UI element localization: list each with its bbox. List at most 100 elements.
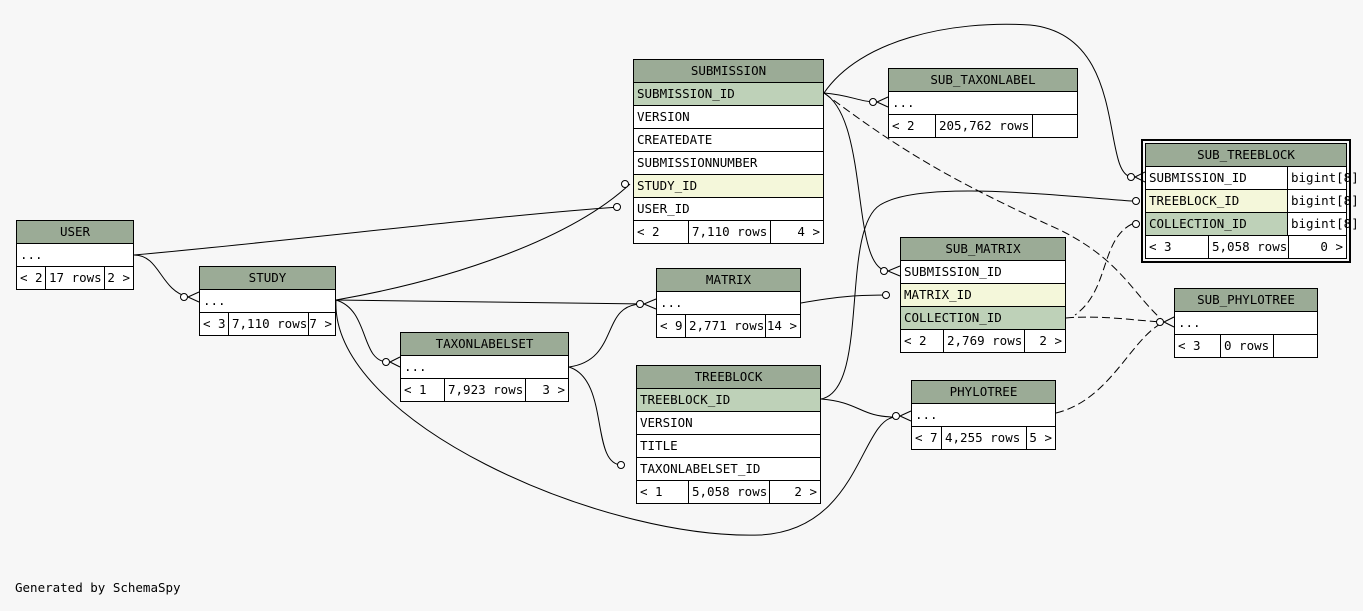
table-study[interactable]: STUDY ... < 3 7,110 rows 7 > <box>199 266 336 336</box>
parents-count: < 2 <box>889 115 936 137</box>
optional-marker <box>1127 173 1135 181</box>
parents-count: < 9 <box>657 315 686 337</box>
optional-marker <box>621 180 629 188</box>
optional-marker <box>617 461 625 469</box>
row-count: 2,769 rows <box>944 330 1025 352</box>
crowsfoot-marker <box>389 356 401 368</box>
table-footer: < 3 5,058 rows 0 > <box>1146 236 1346 258</box>
row-count: 2,771 rows <box>686 315 766 337</box>
table-sub-matrix[interactable]: SUB_MATRIX SUBMISSION_ID MATRIX_ID COLLE… <box>900 237 1066 353</box>
generated-by-label: Generated by SchemaSpy <box>15 580 181 595</box>
edge-study-taxonlabelset <box>335 299 389 363</box>
table-title: MATRIX <box>657 269 800 292</box>
edge-study-matrix <box>335 299 643 305</box>
column-row: ... <box>17 244 133 267</box>
parents-count: < 3 <box>1175 335 1221 357</box>
table-title: SUB_PHYLOTREE <box>1175 289 1317 312</box>
edge-subtreeblock-subphylotree <box>1074 223 1133 316</box>
column-row: SUBMISSION_ID <box>634 83 823 106</box>
row-count: 7,110 rows <box>229 313 309 335</box>
table-footer: < 9 2,771 rows 14 > <box>657 315 800 337</box>
optional-marker <box>636 300 644 308</box>
children-count: 2 > <box>794 484 817 499</box>
table-title: PHYLOTREE <box>912 381 1055 404</box>
column-row: VERSION <box>634 106 823 129</box>
parents-count: < 2 <box>17 267 46 289</box>
column-row: ... <box>200 290 335 313</box>
edge-matrix-submatrix <box>800 294 890 304</box>
children-count: 14 > <box>766 318 797 333</box>
column-row: VERSION <box>637 412 820 435</box>
column-row: USER_ID <box>634 198 823 221</box>
crowsfoot-marker <box>1134 171 1146 183</box>
table-sub-taxonlabel[interactable]: SUB_TAXONLABEL ... < 2 205,762 rows <box>888 68 1078 138</box>
edge-treeblock-phylotree <box>820 398 896 418</box>
column-row: ... <box>1175 312 1317 335</box>
column-row: ... <box>912 404 1055 427</box>
column-row: TITLE <box>637 435 820 458</box>
column-type: bigint[8] <box>1287 190 1359 212</box>
table-title: SUB_TREEBLOCK <box>1146 144 1346 167</box>
row-count: 5,058 rows <box>1209 236 1289 258</box>
table-title: SUB_MATRIX <box>901 238 1065 261</box>
table-sub-phylotree[interactable]: SUB_PHYLOTREE ... < 3 0 rows <box>1174 288 1318 358</box>
table-footer: < 7 4,255 rows 5 > <box>912 427 1055 449</box>
table-matrix[interactable]: MATRIX ... < 9 2,771 rows 14 > <box>656 268 801 338</box>
table-title: SUBMISSION <box>634 60 823 83</box>
column-row: ... <box>401 356 568 379</box>
column-row: SUBMISSIONNUMBER <box>634 152 823 175</box>
row-count: 5,058 rows <box>689 481 770 503</box>
table-footer: < 3 0 rows <box>1175 335 1317 357</box>
row-count: 0 rows <box>1221 335 1274 357</box>
table-submission[interactable]: SUBMISSION SUBMISSION_ID VERSION CREATED… <box>633 59 824 244</box>
edge-submission-submatrix <box>823 92 889 272</box>
parents-count: < 3 <box>1146 236 1209 258</box>
table-sub-treeblock[interactable]: SUB_TREEBLOCK SUBMISSION_ID bigint[8] TRE… <box>1141 139 1359 263</box>
parents-count: < 7 <box>912 427 942 449</box>
children-count: 5 > <box>1029 430 1052 445</box>
table-taxonlabelset[interactable]: TAXONLABELSET ... < 1 7,923 rows 3 > <box>400 332 569 402</box>
optional-marker <box>382 358 390 366</box>
edge-submission-subtreeblock <box>823 23 1133 178</box>
column-name: TREEBLOCK_ID <box>1149 193 1240 208</box>
crowsfoot-marker <box>887 265 901 277</box>
optional-marker <box>880 267 888 275</box>
table-treeblock[interactable]: TREEBLOCK TREEBLOCK_ID VERSION TITLE TAX… <box>636 365 821 504</box>
table-title: TAXONLABELSET <box>401 333 568 356</box>
children-count: 4 > <box>797 224 820 239</box>
table-footer: < 2 2,769 rows 2 > <box>901 330 1065 352</box>
column-row: SUBMISSION_ID <box>901 261 1065 284</box>
column-row: TAXONLABELSET_ID <box>637 458 820 481</box>
children-count: 7 > <box>309 316 332 331</box>
column-row: ... <box>657 292 800 315</box>
column-type: bigint[8] <box>1287 167 1359 189</box>
children-count: 3 > <box>542 382 565 397</box>
children-count <box>1033 115 1077 137</box>
parents-count: < 2 <box>901 330 944 352</box>
edge-submission-subphylotree <box>823 92 1163 321</box>
table-footer: < 1 5,058 rows 2 > <box>637 481 820 503</box>
table-phylotree[interactable]: PHYLOTREE ... < 7 4,255 rows 5 > <box>911 380 1056 450</box>
children-count: 2 > <box>1039 333 1062 348</box>
row-count: 4,255 rows <box>942 427 1027 449</box>
edge-study-phylotree <box>335 299 896 536</box>
row-count: 7,923 rows <box>445 379 526 401</box>
table-title: STUDY <box>200 267 335 290</box>
column-row: SUBMISSION_ID bigint[8] <box>1146 167 1359 190</box>
table-title: SUB_TAXONLABEL <box>889 69 1077 92</box>
children-count <box>1274 335 1317 357</box>
column-name: COLLECTION_ID <box>1149 216 1247 231</box>
column-row: ... <box>889 92 1077 115</box>
children-count: 0 > <box>1320 239 1343 254</box>
table-user[interactable]: USER ... < 2 17 rows 2 > <box>16 220 134 290</box>
crowsfoot-marker <box>643 298 657 310</box>
edge-submission-subtaxonlabel <box>823 92 877 103</box>
crowsfoot-marker <box>187 291 200 303</box>
edge-phylotree-subphylotree <box>1055 322 1163 414</box>
column-row: MATRIX_ID <box>901 284 1065 307</box>
optional-marker <box>882 291 890 299</box>
column-name: SUBMISSION_ID <box>1149 170 1247 185</box>
optional-marker <box>1156 318 1164 326</box>
